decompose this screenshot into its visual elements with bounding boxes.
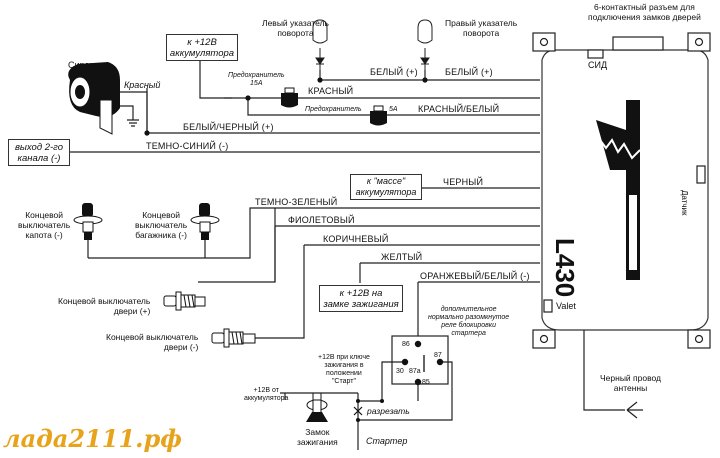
relay-pin-87a-label: 87а (409, 368, 421, 375)
wire-label-white-right: БЕЛЫЙ (+) (445, 67, 493, 77)
fuse-15a-label: Предохранитель 15А (228, 72, 285, 87)
relay-pin-87-label: 87 (434, 352, 442, 359)
trunk-switch-label: Концевой выключатель багажника (-) (135, 210, 188, 240)
wire-label-dark-blue: ТЕМНО-СИНИЙ (-) (146, 141, 229, 151)
trunk-switch-icon (190, 203, 220, 240)
relay-pin-87 (436, 358, 444, 366)
ignition-plus-box: к +12В на замке зажигания (319, 285, 403, 312)
fuse-15a-icon (281, 87, 298, 108)
door-plus-switch-label: Концевой выключатель двери (+) (58, 296, 151, 316)
wire-label-brown: КОРИЧНЕВЫЙ (323, 234, 389, 244)
left-bulb-icon (312, 19, 328, 70)
relay-pin-30-label: 30 (396, 368, 404, 375)
wire-label-violet: ФИОЛЕТОВЫЙ (288, 215, 355, 225)
left-turn-label: Левый указатель поворота (262, 18, 329, 38)
right-bulb-icon (417, 19, 433, 70)
antenna-label: Черный провод антенны (600, 373, 662, 393)
led-label: СИД (588, 60, 608, 70)
cut-mark-icon (353, 406, 363, 416)
fuse-5a-icon (370, 105, 387, 126)
door-plus-switch-icon (163, 291, 206, 311)
alarm-unit-body (532, 32, 711, 349)
ignition-lock-label: Замок зажигания (297, 427, 338, 447)
wire-label-white-black: БЕЛЫЙ/ЧЕРНЫЙ (+) (183, 122, 274, 132)
relay-pin-30 (401, 358, 409, 366)
wire-label-orange-white: ОРАНЖЕВЫЙ/БЕЛЫЙ (-) (420, 271, 530, 281)
wire-label-white-left: БЕЛЫЙ (+) (370, 67, 418, 77)
valet-label: Valet (556, 301, 576, 311)
siren-label: Сирена (68, 60, 100, 70)
valet-connector-icon (543, 299, 553, 313)
siren-icon (68, 62, 120, 135)
led-connector-icon (587, 49, 604, 59)
wire-label-black: ЧЕРНЫЙ (443, 177, 484, 187)
right-turn-label: Правый указатель поворота (445, 18, 518, 38)
door-lock-connector-label: 6-контактный разъем для подключения замк… (588, 2, 701, 22)
sensor-connector-icon (696, 165, 706, 184)
watermark: лада2111.рф (3, 424, 182, 453)
fuse-5a-label: Предохранитель (305, 106, 362, 113)
antenna-icon (627, 402, 643, 418)
ignition-lock-icon (306, 393, 328, 422)
model-label: L430 (550, 238, 580, 298)
channel2-box: выход 2-го канала (-) (8, 139, 70, 166)
hood-switch-label: Концевой выключатель капота (-) (18, 210, 71, 240)
wire-label-red: КРАСНЫЙ (308, 86, 354, 96)
sensor-label: Датчик (680, 190, 689, 216)
battery-12-label: +12В от аккумулятора (244, 387, 289, 402)
alligator-logo (596, 100, 641, 280)
ground-box: к "массе" аккумулятора (350, 174, 422, 200)
wire-label-dark-green: ТЕМНО-ЗЕЛЕНЫЙ (255, 197, 338, 207)
relay-pin-85-label: 85 (422, 379, 430, 386)
start-position-label: +12В при ключе зажигания в положении "Ст… (318, 354, 370, 385)
cut-label: разрезать (367, 406, 410, 416)
relay-pin-86 (414, 340, 422, 348)
relay-pin-86-label: 86 (402, 341, 410, 348)
relay-note: дополнительное нормально разомкнутое рел… (428, 306, 510, 337)
wire-label-yellow: ЖЕЛТЫЙ (381, 252, 423, 262)
wire-label-red-white: КРАСНЫЙ/БЕЛЫЙ (418, 104, 500, 114)
battery-plus-box: к +12В аккумулятора (166, 34, 238, 61)
starter-label: Стартер (366, 436, 408, 446)
door-minus-switch-label: Концевой выключатель двери (-) (106, 332, 199, 352)
relay-pin-85 (414, 378, 422, 386)
siren-wire-label: Красный (124, 80, 161, 90)
door-minus-switch-icon (211, 328, 256, 348)
hood-switch-icon (73, 203, 103, 240)
fuse-5a-rating: 5А (389, 106, 398, 113)
